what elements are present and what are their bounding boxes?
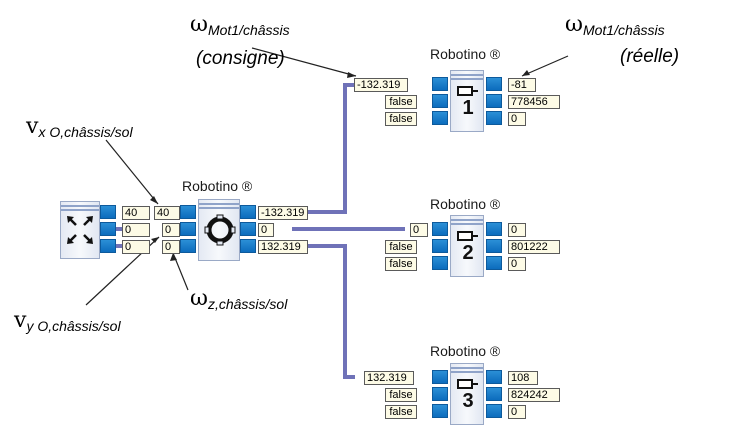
motor3-out-port-1[interactable]: [486, 370, 502, 384]
motor3-in-port-1[interactable]: [432, 370, 448, 384]
joystick-out-port-3[interactable]: [100, 239, 116, 253]
motor2-out-port-2[interactable]: [486, 239, 502, 253]
motor1-in-port-2[interactable]: [432, 94, 448, 108]
annotation-vx: vx O,châssis/sol: [26, 114, 133, 140]
motor1-title: Robotino ®: [430, 46, 501, 62]
motor3-output-speed: 108: [508, 371, 538, 385]
joystick-out-port-2[interactable]: [100, 222, 116, 236]
move-arrows-icon: [67, 216, 93, 244]
motor1-in-port-1[interactable]: [432, 77, 448, 91]
wire-motor3: [292, 244, 355, 379]
omni-input-vx[interactable]: 40: [122, 206, 150, 220]
motor3-in-port-2[interactable]: [432, 387, 448, 401]
annotation-omega-consigne: ωMot1/châssis: [190, 12, 290, 38]
motor3-input-speed[interactable]: 132.319: [364, 371, 414, 385]
omni-echo-wz: 0: [162, 240, 180, 254]
omni-input-wz[interactable]: 0: [122, 240, 150, 254]
omni-echo-vx: 40: [154, 206, 180, 220]
motor2-output-speed: 0: [508, 223, 526, 237]
arrowhead-reelle: [522, 70, 530, 76]
motor3-out-port-3[interactable]: [486, 404, 502, 418]
motor2-title: Robotino ®: [430, 196, 501, 212]
motor3-input-flag-1[interactable]: false: [385, 388, 417, 402]
motor1-input-speed[interactable]: -132.319: [354, 78, 408, 92]
motor3-in-port-3[interactable]: [432, 404, 448, 418]
motor1-input-flag-1[interactable]: false: [385, 95, 417, 109]
annotation-consigne-note: (consigne): [196, 48, 285, 69]
joystick-block[interactable]: [60, 201, 100, 259]
motor2-output-current: 0: [508, 257, 526, 271]
motor1-in-port-3[interactable]: [432, 111, 448, 125]
motor1-block[interactable]: 1: [450, 70, 484, 132]
omni-out-port-3[interactable]: [240, 239, 256, 253]
omni-out-port-2[interactable]: [240, 222, 256, 236]
wire-motor1: [292, 83, 355, 214]
motor2-in-port-3[interactable]: [432, 256, 448, 270]
motor2-out-port-3[interactable]: [486, 256, 502, 270]
joystick-panel: [60, 201, 100, 259]
motor3-title: Robotino ®: [430, 343, 501, 359]
omnidrive-block[interactable]: [198, 199, 240, 261]
arrowhead-vx: [150, 196, 158, 204]
motor1-motor-icon: [457, 86, 478, 96]
motor3-output-current: 0: [508, 405, 526, 419]
omni-input-vy[interactable]: 0: [122, 223, 150, 237]
omniwheel-icon: [204, 214, 236, 246]
motor3-input-flag-2[interactable]: false: [385, 405, 417, 419]
annotation-omega-reelle: ωMot1/châssis: [565, 12, 665, 38]
motor2-block[interactable]: 2: [450, 215, 484, 277]
motor2-output-position: 801222: [508, 240, 560, 254]
motor2-out-port-1[interactable]: [486, 222, 502, 236]
motor2-in-port-2[interactable]: [432, 239, 448, 253]
omni-output-1: -132.319: [258, 206, 308, 220]
annotation-wz: ωz,châssis/sol: [190, 286, 288, 312]
motor1-number: 1: [462, 97, 474, 119]
motor1-input-flag-2[interactable]: false: [385, 112, 417, 126]
motor3-number: 3: [462, 390, 474, 412]
motor1-out-port-1[interactable]: [486, 77, 502, 91]
arrow-consigne: [251, 47, 357, 77]
annotation-vy: vy O,châssis/sol: [14, 308, 121, 334]
annotation-reelle-note: (réelle): [620, 46, 680, 67]
omni-output-2: 0: [258, 223, 274, 237]
motor1-out-port-2[interactable]: [486, 94, 502, 108]
arrow-reelle: [521, 55, 569, 77]
motor1-out-port-3[interactable]: [486, 111, 502, 125]
motor1-output-speed: -81: [508, 78, 536, 92]
joystick-out-port-1[interactable]: [100, 205, 116, 219]
motor3-motor-icon: [457, 379, 478, 389]
omni-echo-vy: 0: [162, 223, 180, 237]
motor3-output-position: 824242: [508, 388, 560, 402]
omni-in-port-3[interactable]: [180, 239, 196, 253]
omnidrive-title: Robotino ®: [182, 178, 253, 194]
arrowhead-consigne: [347, 72, 356, 78]
omni-in-port-2[interactable]: [180, 222, 196, 236]
arrowhead-vy: [151, 237, 159, 243]
motor2-in-port-1[interactable]: [432, 222, 448, 236]
motor2-number: 2: [462, 242, 474, 264]
omni-out-port-1[interactable]: [240, 205, 256, 219]
motor1-output-current: 0: [508, 112, 526, 126]
omni-in-port-1[interactable]: [180, 205, 196, 219]
omni-output-3: 132.319: [258, 240, 308, 254]
motor2-motor-icon: [457, 231, 478, 241]
motor3-block[interactable]: 3: [450, 363, 484, 425]
motor3-out-port-2[interactable]: [486, 387, 502, 401]
arrow-vx: [105, 139, 159, 205]
motor2-input-speed[interactable]: 0: [410, 223, 428, 237]
motor1-output-position: 778456: [508, 95, 560, 109]
motor2-input-flag-1[interactable]: false: [385, 240, 417, 254]
motor2-input-flag-2[interactable]: false: [385, 257, 417, 271]
arrowhead-wz: [170, 253, 177, 261]
